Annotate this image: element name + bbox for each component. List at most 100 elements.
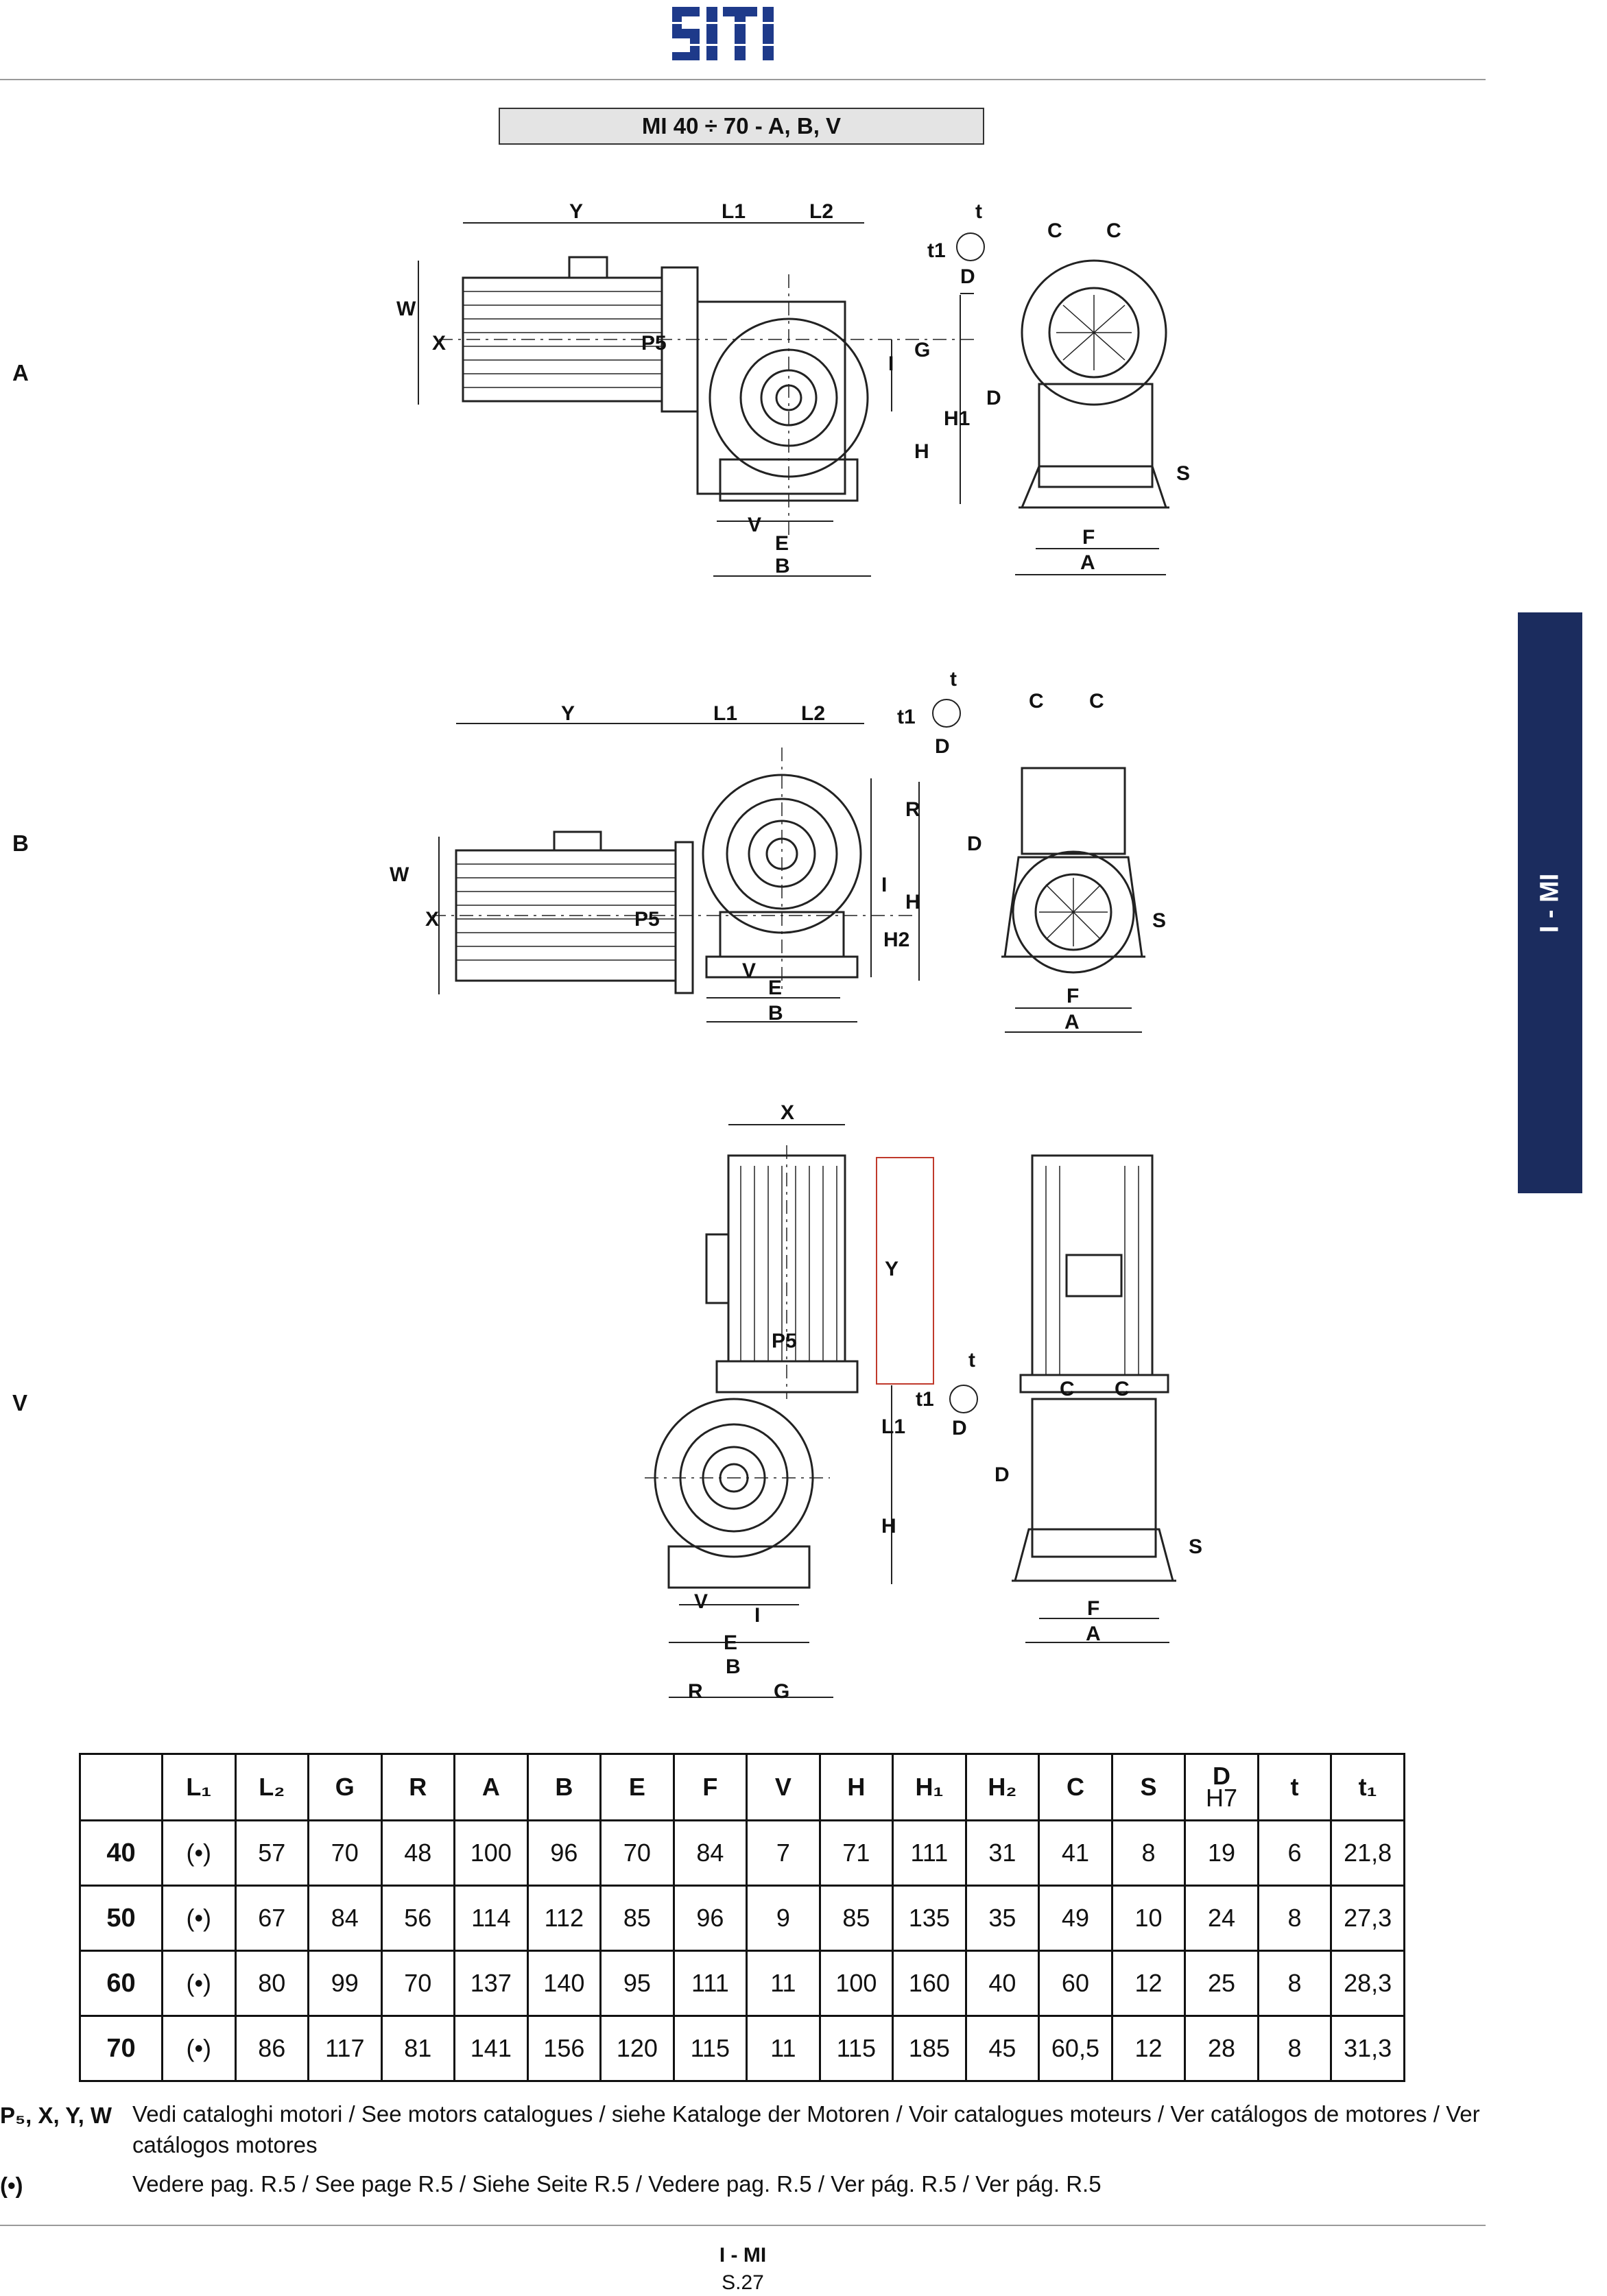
- table-cell: (•): [161, 2015, 237, 2082]
- dim-b-h: H: [905, 891, 920, 913]
- table-cell: 28: [1184, 2015, 1259, 2082]
- drawing-b-end: [1001, 767, 1145, 974]
- dim-b-b: B: [768, 1002, 783, 1025]
- dim-a-s: S: [1176, 462, 1190, 485]
- table-cell: 100: [818, 1950, 894, 2017]
- dim-a-g: G: [914, 339, 930, 361]
- dim-b-r: R: [905, 798, 920, 821]
- dim-b-t1: t1: [897, 706, 916, 728]
- dim-v-v: V: [694, 1590, 708, 1613]
- table-cell: 56: [380, 1885, 456, 1952]
- table-cell: 111: [672, 1950, 748, 2017]
- table-cell: 35: [964, 1885, 1040, 1952]
- row-label-v: V: [12, 1390, 28, 1415]
- dim-v-g: G: [774, 1680, 789, 1703]
- dim-a-i: I: [888, 352, 894, 375]
- dim-v-t1: t1: [916, 1388, 934, 1411]
- header-h2: H₂: [964, 1753, 1040, 1821]
- header-l1: L₁: [161, 1753, 237, 1821]
- table-cell: 86: [234, 2015, 310, 2082]
- table-cell: 48: [380, 1819, 456, 1887]
- drawing-a-end: [1019, 259, 1169, 509]
- table-cell: 10: [1110, 1885, 1187, 1952]
- table-cell: 111: [892, 1819, 967, 1887]
- table-cell: 80: [234, 1950, 310, 2017]
- header-g: G: [307, 1753, 383, 1821]
- dim-a-p5: P5: [641, 332, 667, 355]
- dim-b-x: X: [425, 908, 439, 931]
- table-cell: 8: [1257, 1950, 1333, 2017]
- header-h1: H₁: [892, 1753, 967, 1821]
- drawing-v-side: [645, 1145, 934, 1589]
- header-e: E: [599, 1753, 675, 1821]
- dim-v-a: A: [1086, 1623, 1101, 1645]
- header-d-label: D: [1212, 1762, 1230, 1790]
- table-cell: 137: [453, 1950, 529, 2017]
- note-bullet-key: (•): [0, 2173, 23, 2198]
- table-cell-size: 50: [79, 1885, 163, 1952]
- header-d-tolerance: H7: [1205, 1784, 1237, 1812]
- table-cell: 6: [1257, 1819, 1333, 1887]
- table-cell: 84: [672, 1819, 748, 1887]
- table-cell: 114: [453, 1885, 529, 1952]
- table-cell: 135: [892, 1885, 967, 1952]
- dim-a-x: X: [432, 332, 446, 355]
- table-cell: (•): [161, 1950, 237, 2017]
- table-cell: 19: [1184, 1819, 1259, 1887]
- dim-b-v: V: [742, 959, 756, 982]
- table-cell: 71: [818, 1819, 894, 1887]
- header-t1: t₁: [1330, 1753, 1405, 1821]
- dim-b-p5: P5: [634, 908, 660, 931]
- table-cell: 45: [964, 2015, 1040, 2082]
- dim-b-i: I: [881, 874, 887, 896]
- note-motors-text: Vedi cataloghi motori / See motors catal…: [132, 2101, 1480, 2157]
- table-cell: 141: [453, 2015, 529, 2082]
- dim-a-t1: t1: [927, 239, 946, 262]
- dim-b-c2: C: [1089, 690, 1104, 713]
- table-cell: 60,5: [1038, 2015, 1113, 2082]
- dim-a-d-side: D: [986, 387, 1001, 409]
- dim-a-c1: C: [1047, 219, 1062, 242]
- dim-b-d-side: D: [967, 833, 982, 855]
- dim-v-d-side: D: [995, 1463, 1010, 1486]
- table-cell: 28,3: [1330, 1950, 1405, 2017]
- table-cell: 7: [746, 1819, 821, 1887]
- table-cell: 81: [380, 2015, 456, 2082]
- table-cell: 100: [453, 1819, 529, 1887]
- dim-b-l1: L1: [713, 702, 737, 725]
- header-h: H: [818, 1753, 894, 1821]
- table-cell: 96: [672, 1885, 748, 1952]
- row-label-a: A: [12, 360, 29, 385]
- dim-a-w: W: [396, 298, 416, 320]
- footer-rule: [0, 2225, 1486, 2226]
- dim-v-r: R: [688, 1680, 703, 1703]
- dimensions-table: L₁ L₂ G R A B E F V H H₁ H₂ C S D H7 t t…: [79, 1753, 1405, 2082]
- table-header-row: L₁ L₂ G R A B E F V H H₁ H₂ C S D H7 t t…: [79, 1753, 1405, 1821]
- table-cell: 115: [672, 2015, 748, 2082]
- table-cell: 8: [1110, 1819, 1187, 1887]
- dim-a-d-top: D: [960, 265, 975, 288]
- table-cell: 120: [599, 2015, 675, 2082]
- dim-a-y: Y: [569, 200, 583, 223]
- header-a: A: [453, 1753, 529, 1821]
- table-cell: 70: [380, 1950, 456, 2017]
- table-cell-size: 70: [79, 2015, 163, 2082]
- table-cell: 11: [746, 1950, 821, 2017]
- header-rule: [0, 79, 1486, 80]
- table-cell: (•): [161, 1819, 237, 1887]
- table-cell: 8: [1257, 2015, 1333, 2082]
- dim-b-c1: C: [1029, 690, 1044, 713]
- table-cell: 31,3: [1330, 2015, 1405, 2082]
- table-cell: 115: [818, 2015, 894, 2082]
- table-cell: 12: [1110, 1950, 1187, 2017]
- drawing-b-side: [432, 748, 912, 994]
- table-cell: 31: [964, 1819, 1040, 1887]
- dim-a-e: E: [775, 532, 789, 555]
- row-label-b: B: [12, 830, 29, 856]
- header-c: C: [1038, 1753, 1113, 1821]
- dim-a-l1: L1: [722, 200, 746, 223]
- dim-b-a: A: [1064, 1011, 1080, 1033]
- dim-a-h1: H1: [944, 407, 970, 430]
